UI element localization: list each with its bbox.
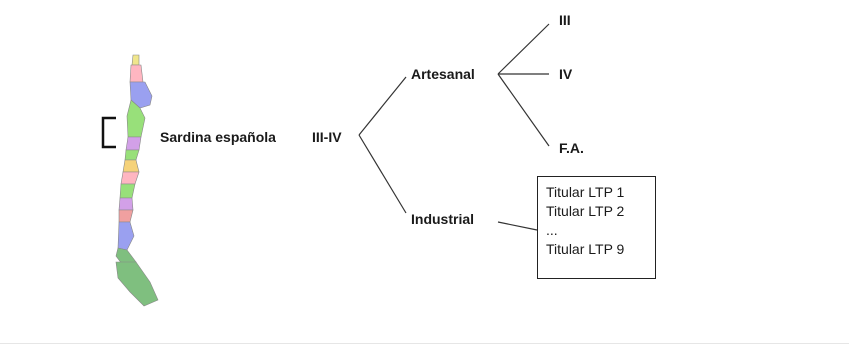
holder-item: ... (546, 222, 558, 238)
map-region (131, 54, 140, 66)
artesanal-child-iv: IV (559, 66, 573, 82)
branch-artesanal: Artesanal (411, 66, 475, 82)
holder-item: Titular LTP 2 (546, 203, 625, 219)
map-region (118, 197, 134, 211)
connector-lines (358, 23, 550, 231)
artesanal-child-fa: F.A. (559, 140, 584, 156)
branch-industrial: Industrial (411, 211, 475, 227)
map-region (129, 64, 144, 83)
map-region (122, 159, 140, 173)
industrial-holders-box: Titular LTP 1 Titular LTP 2 ... Titular … (537, 176, 656, 279)
holder-item: Titular LTP 9 (546, 241, 625, 257)
map-region (117, 221, 135, 251)
bracket (101, 116, 116, 149)
map-region (115, 247, 137, 265)
divider (0, 343, 849, 344)
root-label: Sardina española (160, 129, 276, 145)
holder-item: Titular LTP 1 (546, 184, 625, 200)
map-region (120, 171, 140, 185)
map-region (124, 149, 140, 161)
map-region (118, 209, 134, 223)
chile-map (115, 54, 159, 307)
root-code: III-IV (312, 129, 342, 145)
artesanal-child-iii: III (559, 12, 571, 28)
map-region (125, 136, 142, 151)
map-region (119, 183, 136, 199)
map-region (115, 261, 159, 307)
